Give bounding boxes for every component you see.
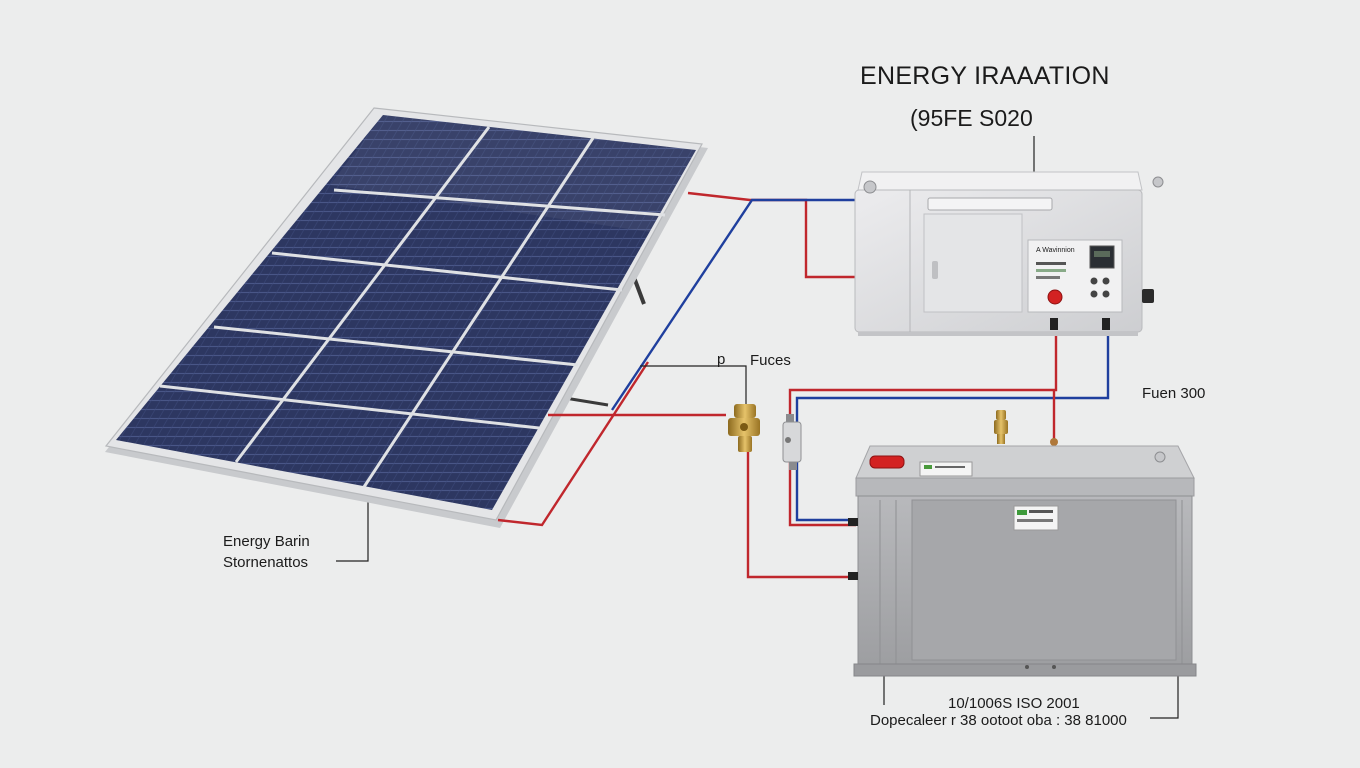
fuses-label: Fuces <box>750 352 791 369</box>
inverter-brand-label: A Wavinnion <box>1036 247 1075 254</box>
positive-wire-fuse-to-battery <box>746 450 856 579</box>
battery-red-cap <box>869 455 905 469</box>
diagram-title: ENERGY IRAAATION <box>860 62 1110 90</box>
battery-spec-line1: 10/1006S ISO 2001 <box>948 695 1080 712</box>
battery-front-label <box>1013 505 1059 531</box>
inverter-knob <box>1090 277 1098 285</box>
battery-spec-leader-right <box>1150 672 1179 719</box>
diagram-subtitle: (95FE S020 <box>910 105 1033 131</box>
fuses-marker-label: p <box>717 351 725 368</box>
inverter-red-button <box>1047 289 1063 305</box>
fuse-value-label: Fuen 300 <box>1142 385 1205 402</box>
positive-wire-inverter-down <box>788 330 1058 527</box>
battery-terminal-connector-icon <box>994 410 1008 444</box>
brass-connector-icon <box>728 404 760 452</box>
positive-wire-panel-to-inverter <box>687 191 856 279</box>
battery-top-label <box>919 461 973 477</box>
solar-panel-icon <box>104 107 708 528</box>
battery-spec-line2: Dopecaleer r 38 ootoot oba : 38 81000 <box>870 712 1127 729</box>
battery-positive-post <box>1050 438 1058 446</box>
battery-icon <box>848 445 1197 677</box>
fuse-leader-wire <box>640 365 747 413</box>
storage-label-line1: Energy Barin <box>223 533 310 550</box>
wiring <box>497 191 1110 579</box>
inverter-icon: A Wavinnion <box>854 171 1164 336</box>
negative-wire-inverter-down <box>795 330 1110 522</box>
fuse-icon <box>782 414 802 470</box>
negative-wire-panel-to-inverter <box>611 198 856 411</box>
positive-wire-panel-corner <box>497 361 650 527</box>
storage-label-line2: Stornenattos <box>223 554 308 571</box>
